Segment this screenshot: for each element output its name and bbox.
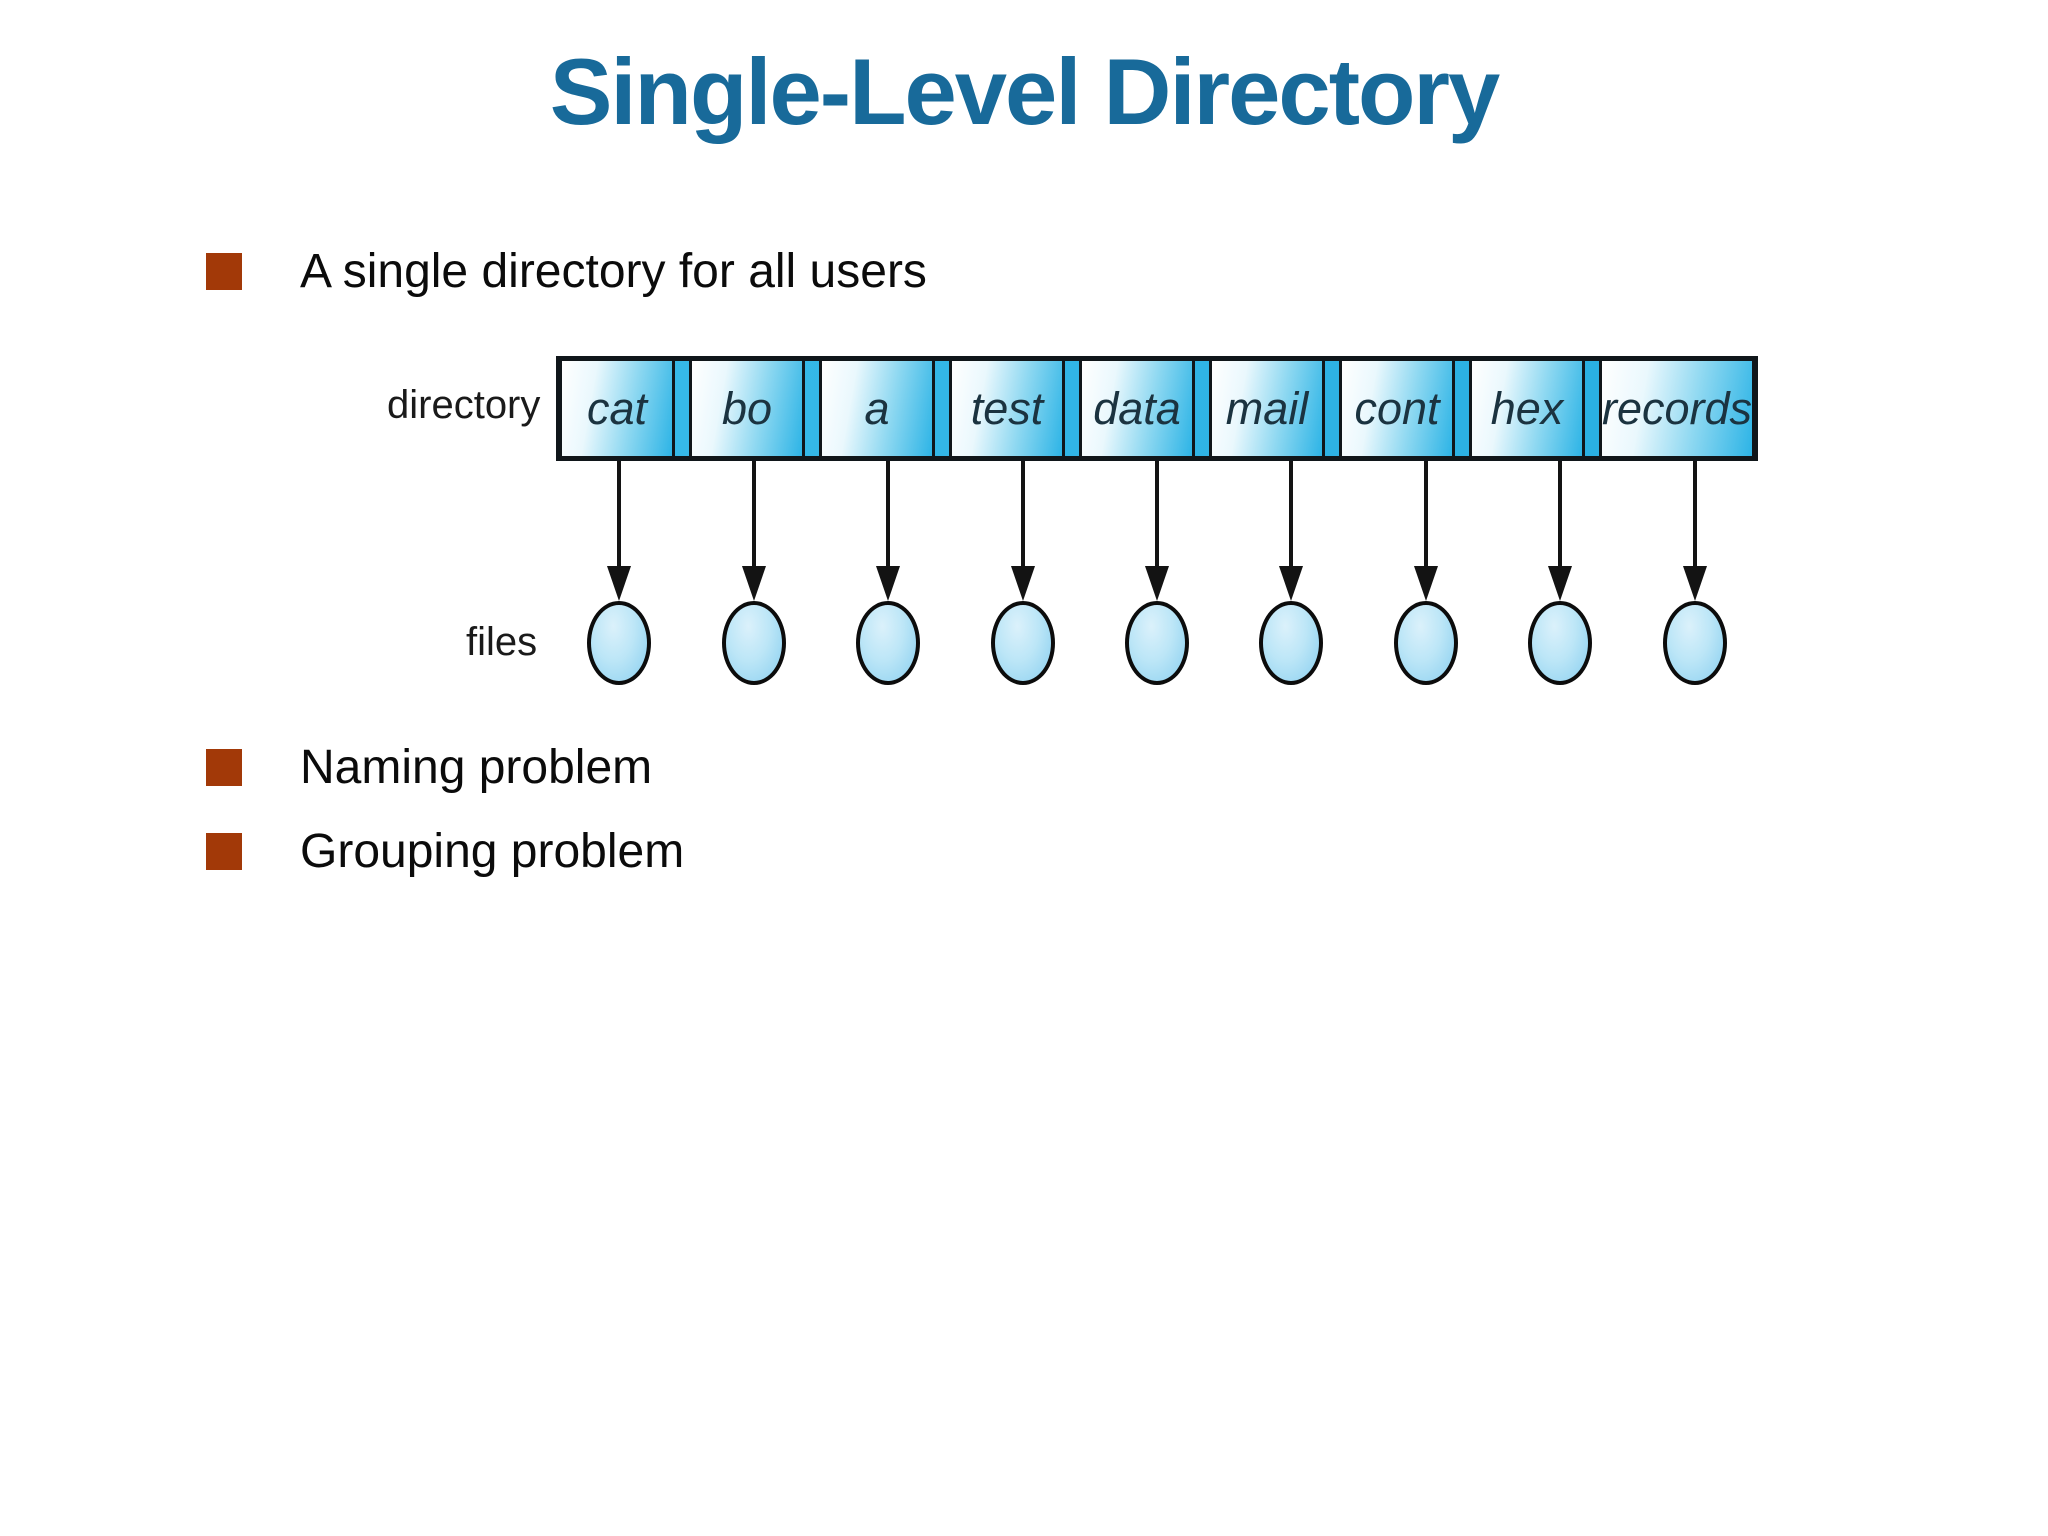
file-slot — [1635, 601, 1755, 691]
arrow-head — [741, 566, 766, 601]
file-ellipse-icon — [721, 601, 786, 685]
square-bullet-icon — [206, 748, 242, 786]
arrow-row — [559, 461, 1755, 603]
files-row — [559, 601, 1755, 691]
arrow-line — [886, 461, 891, 567]
arrow-line — [1423, 461, 1428, 567]
arrow-head — [1010, 566, 1035, 601]
bullet-item: Grouping problem — [206, 820, 684, 882]
arrow-line — [751, 461, 756, 567]
file-ellipse-icon — [990, 601, 1055, 685]
file-ellipse-icon — [1528, 601, 1593, 685]
down-arrow-icon — [741, 461, 766, 603]
arrow-line — [1020, 461, 1025, 567]
file-slot — [1366, 601, 1486, 691]
arrow-head — [1279, 566, 1304, 601]
down-arrow-icon — [1144, 461, 1169, 603]
down-arrow-icon — [1010, 461, 1035, 603]
directory-entry: test — [949, 361, 1065, 456]
arrow-head — [1682, 566, 1707, 601]
arrow-slot — [1635, 461, 1755, 603]
square-bullet-icon — [206, 832, 242, 870]
down-arrow-icon — [1682, 461, 1707, 603]
file-slot — [559, 601, 679, 691]
file-slot — [1231, 601, 1351, 691]
arrow-line — [1289, 461, 1294, 567]
file-ellipse-icon — [1259, 601, 1324, 685]
directory-entry: bo — [689, 361, 805, 456]
arrow-head — [876, 566, 901, 601]
down-arrow-icon — [607, 461, 632, 603]
arrow-slot — [1231, 461, 1351, 603]
arrow-slot — [559, 461, 679, 603]
file-ellipse-icon — [1662, 601, 1727, 685]
arrow-slot — [828, 461, 948, 603]
arrow-slot — [1097, 461, 1217, 603]
bullet-text: Grouping problem — [300, 824, 685, 878]
bullet-text: Naming problem — [300, 740, 653, 794]
bullet-item: A single directory for all users — [206, 240, 927, 302]
down-arrow-icon — [876, 461, 901, 603]
directory-entry: data — [1079, 361, 1195, 456]
arrow-head — [1548, 566, 1573, 601]
file-ellipse-icon — [1124, 601, 1189, 685]
file-slot — [962, 601, 1082, 691]
directory-entry: records — [1599, 361, 1756, 456]
file-slot — [1097, 601, 1217, 691]
down-arrow-icon — [1548, 461, 1573, 603]
down-arrow-icon — [1279, 461, 1304, 603]
arrow-head — [607, 566, 632, 601]
bullet-text: A single directory for all users — [300, 244, 927, 298]
arrow-head — [1413, 566, 1438, 601]
directory-entry: mail — [1209, 361, 1325, 456]
square-bullet-icon — [206, 252, 242, 290]
directory-entry: cont — [1339, 361, 1455, 456]
arrow-slot — [962, 461, 1082, 603]
arrow-head — [1144, 566, 1169, 601]
directory-entry: hex — [1469, 361, 1585, 456]
bullet-item: Naming problem — [206, 736, 652, 798]
arrow-slot — [693, 461, 813, 603]
arrow-line — [1692, 461, 1697, 567]
directory-entry: cat — [559, 361, 675, 456]
down-arrow-icon — [1413, 461, 1438, 603]
directory-entry: a — [819, 361, 935, 456]
files-row-label: files — [466, 620, 538, 664]
file-slot — [828, 601, 948, 691]
arrow-line — [1154, 461, 1159, 567]
file-slot — [693, 601, 813, 691]
arrow-line — [617, 461, 622, 567]
arrow-line — [1558, 461, 1563, 567]
page-title: Single-Level Directory — [549, 39, 1501, 144]
file-ellipse-icon — [856, 601, 921, 685]
file-ellipse-icon — [1393, 601, 1458, 685]
arrow-slot — [1366, 461, 1486, 603]
arrow-slot — [1500, 461, 1620, 603]
directory-row-label: directory — [387, 383, 541, 427]
file-ellipse-icon — [587, 601, 652, 685]
file-slot — [1500, 601, 1620, 691]
